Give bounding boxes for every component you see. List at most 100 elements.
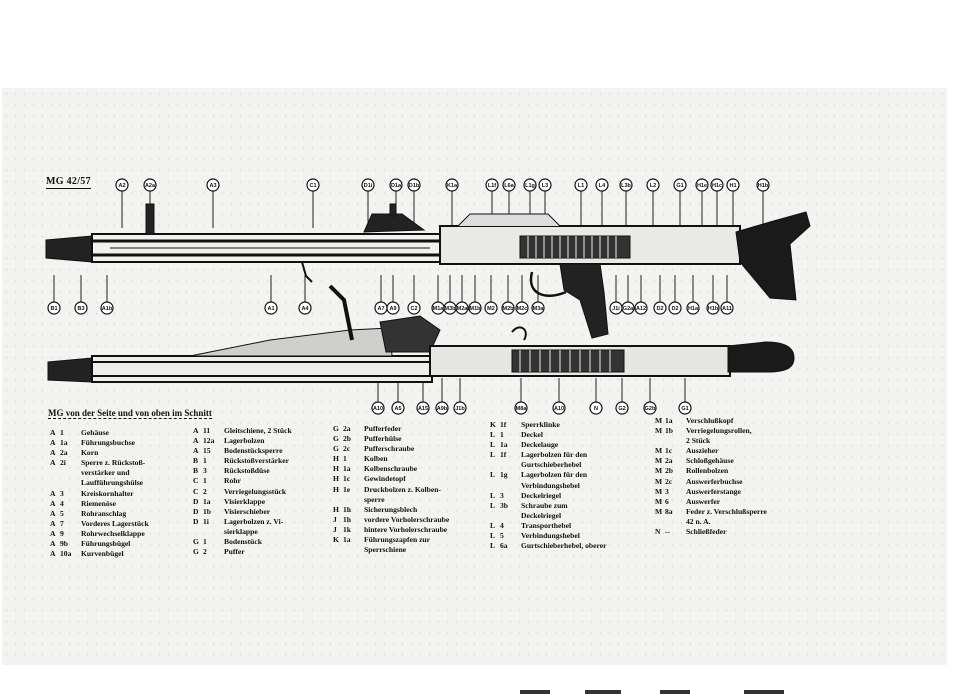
trigger-guard [529, 271, 567, 297]
legend-entry-number: 5 [500, 531, 504, 541]
legend-entry-text: Bodenstück [224, 537, 262, 547]
callout-label: M8a [516, 406, 528, 412]
legend-entry-text: vordere Vorholerschraube [364, 514, 450, 524]
callout-bubble [501, 301, 515, 315]
callout-bubble [468, 301, 482, 315]
legend-entry: 2 Stück [655, 436, 767, 446]
legend-entry-text: Schraube zum [521, 500, 568, 510]
callout-bubble [538, 178, 552, 192]
callout-label: A9 [389, 306, 396, 312]
legend-entry-number: 1a [500, 440, 508, 450]
legend-entry-number: 1 [203, 476, 207, 486]
legend-entry-number [60, 478, 81, 488]
legend-entry-text: Pufferfeder [364, 424, 402, 433]
legend-entry-group [490, 511, 500, 521]
legend-entry-group: A [50, 508, 56, 518]
legend-entry-text: Rollenbolzen [686, 466, 729, 476]
legend-entry-text: Rohrwechselklappe [81, 528, 145, 538]
callout-label: A15 [418, 406, 428, 412]
legend-entry: Laufführungshülse [50, 478, 149, 488]
callout-bubble [115, 178, 129, 192]
callout-label: G2 [618, 406, 625, 412]
legend-entry-group: H [333, 484, 339, 494]
legend-entry-text: Pufferhülse [364, 434, 402, 444]
legend-entry-group: A [193, 436, 199, 446]
legend-entry-text: Visierklappe [224, 496, 266, 506]
callout-label: D1b [409, 183, 420, 189]
legend-entry-text: Transporthebel [521, 520, 572, 530]
callout-label: L2 [650, 183, 656, 189]
legend-entry-text: Verschlußkopf [686, 416, 734, 425]
callout-bubble [726, 178, 740, 192]
callout-label: L4 [599, 183, 606, 189]
legend-entry-number: 1e [343, 484, 351, 494]
legend-entry-number: 4 [60, 498, 64, 508]
callout-bubble [678, 401, 692, 415]
callout-label: A7 [377, 306, 384, 312]
legend-entry-text: Auswerfer [686, 496, 721, 506]
callout-label: A3 [209, 183, 216, 189]
bottom-edge-mark [585, 690, 621, 694]
legend-entry-text: Rückstoßdüse [224, 466, 270, 476]
callout-bubble [695, 178, 709, 192]
legend-entry-text: Kreiskornhalter [81, 488, 134, 498]
callout-label: L6a [504, 183, 514, 189]
legend-entry-group: L [490, 470, 496, 480]
callout-bubble [143, 178, 157, 192]
legend-entry-group: L [490, 430, 496, 440]
callout-bubble [756, 178, 770, 192]
legend-entry-group: J [333, 524, 337, 534]
callout-label: A1b [102, 306, 113, 312]
legend-entry-number: 2a [60, 448, 68, 458]
legend-entry-group: L [490, 500, 496, 510]
legend-entry-group: A [50, 518, 56, 528]
legend-entry-number [203, 527, 224, 537]
callout-bubble [589, 401, 603, 415]
legend-entry-number [500, 460, 521, 470]
legend-entry-number: 3 [60, 488, 64, 498]
legend-entry-text: Auswerferstange [686, 486, 741, 496]
legend-entry: Verbindungshebel [490, 481, 606, 491]
legend-entry-group: A [193, 426, 199, 435]
legend-entry-text: Vorderes Lagerstück [81, 518, 149, 528]
legend-entry-number: 1f [500, 420, 507, 429]
callout-bubble [371, 401, 385, 415]
legend-entry-number: 1a [343, 464, 351, 474]
legend-entry-text: verstärker und [81, 468, 130, 478]
legend-entry-number: 6a [500, 541, 508, 551]
legend-entry-group [50, 468, 60, 478]
legend-entry-number: 1f [500, 450, 507, 460]
callout-label: M2a [457, 306, 469, 312]
callout-label: M2 [487, 306, 495, 312]
callout-bubble [206, 178, 220, 192]
callout-label: L1g [525, 183, 535, 189]
legend-entry-number: 1h [343, 504, 352, 514]
legend-entry-number: 1a [665, 416, 673, 425]
callout-label: D1i [364, 183, 373, 189]
legend-entry-text: Verriegelungsstück [224, 486, 287, 496]
legend-entry-text: Sperrschiene [364, 545, 407, 555]
legend-entry-number: 2 [203, 547, 207, 557]
legend-entry-group: D [193, 496, 199, 506]
